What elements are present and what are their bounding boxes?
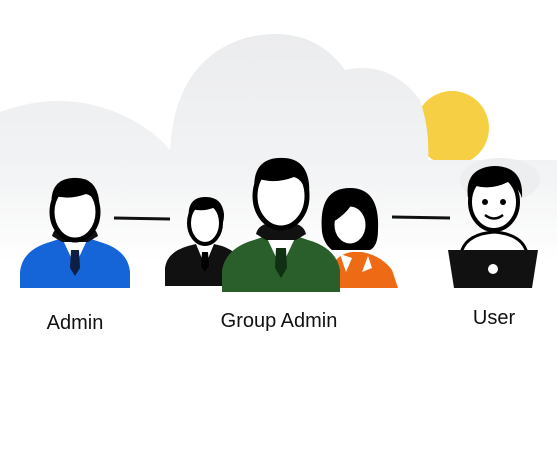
- connector-admin-group: [113, 216, 171, 221]
- businesswoman-icon: [321, 188, 398, 288]
- admin-label: Admin: [46, 312, 104, 334]
- admin-person-icon: [20, 177, 130, 288]
- group-admin-person-icon: [222, 157, 340, 292]
- user-label: User: [472, 307, 516, 329]
- group-admin-label: Group Admin: [220, 310, 338, 332]
- connector-group-user: [391, 215, 451, 220]
- user-laptop-icon: [448, 166, 538, 288]
- sun-icon: [415, 91, 489, 165]
